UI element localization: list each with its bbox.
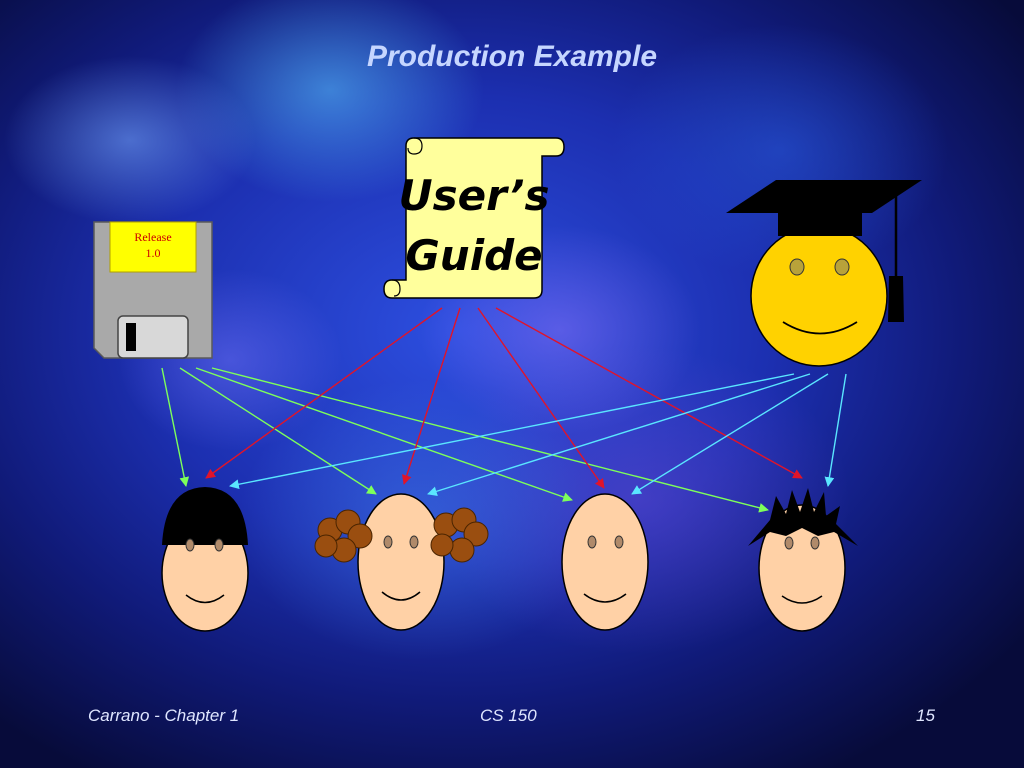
floppy-label-line2: 1.0 <box>146 246 161 260</box>
floppy-label-line1: Release <box>134 230 171 244</box>
graduate-arrows <box>229 373 847 497</box>
scroll-title-line2: Guide <box>405 231 542 280</box>
scroll-title-line1: User’s <box>398 171 549 220</box>
graduate-face-icon <box>726 180 922 367</box>
arrow-graduate-to-face-2 <box>427 373 811 497</box>
footer-author: Carrano - Chapter 1 <box>88 706 240 725</box>
slide-title: Production Example <box>366 40 658 73</box>
arrow-guide-to-face-2 <box>402 307 461 485</box>
arrow-graduate-to-face-4 <box>824 373 847 487</box>
floppy-label <box>109 221 197 273</box>
guide-arrows <box>205 307 803 489</box>
arrow-graduate-to-face-3 <box>631 373 829 495</box>
arrow-floppy-to-face-4 <box>211 367 769 513</box>
floppy-disk-icon: Release 1.0 <box>93 221 213 359</box>
face-icon <box>748 488 858 632</box>
arrow-floppy-to-face-3 <box>195 367 573 502</box>
face-icon <box>561 493 649 631</box>
face-icon <box>314 493 489 631</box>
arrow-guide-to-face-1 <box>205 307 443 479</box>
arrow-floppy-to-face-2 <box>179 367 377 495</box>
arrow-guide-to-face-4 <box>495 307 803 479</box>
floppy-arrows <box>161 367 769 513</box>
arrow-graduate-to-face-1 <box>229 373 795 490</box>
face-icon <box>161 487 249 632</box>
footer-course: CS 150 <box>480 706 537 725</box>
footer-page-number: 15 <box>916 706 935 725</box>
arrow-guide-to-face-3 <box>477 307 605 489</box>
arrow-floppy-to-face-1 <box>161 367 190 487</box>
scroll-icon: User’s Guide <box>383 137 565 299</box>
